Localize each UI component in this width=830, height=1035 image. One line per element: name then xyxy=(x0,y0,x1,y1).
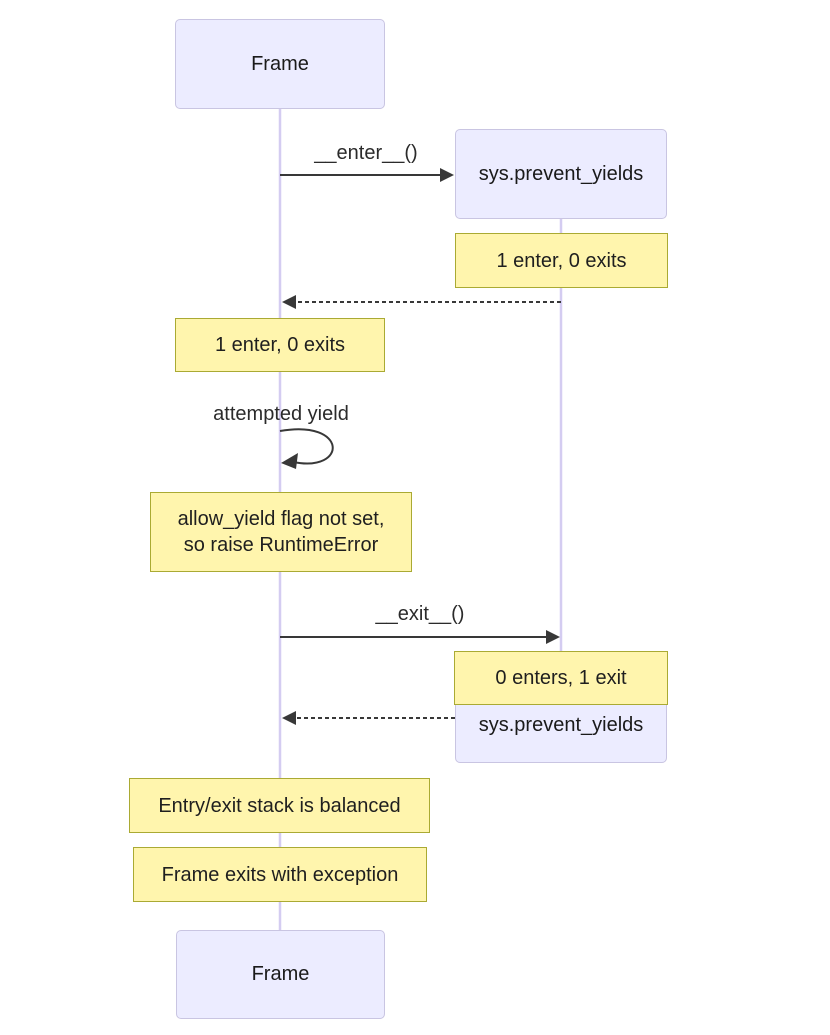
note-sys-after-exit: 0 enters, 1 exit xyxy=(454,651,668,705)
enter-return-arrowhead-icon xyxy=(282,295,296,309)
note-sys-after-enter-text: 1 enter, 0 exits xyxy=(496,249,627,272)
note-stack-balanced-text: Entry/exit stack is balanced xyxy=(158,794,401,817)
note-frame-after-enter-text: 1 enter, 0 exits xyxy=(214,334,346,356)
selfloop-arrow-line xyxy=(279,428,334,465)
selfloop-arrowhead-icon xyxy=(281,453,298,469)
note-frame-exception: Frame exits with exception xyxy=(133,847,427,902)
note-frame-yield-blocked-line2: so raise RuntimeError xyxy=(183,534,379,556)
actor-frame-bottom: Frame xyxy=(176,930,385,1019)
actor-frame-top-label: Frame xyxy=(251,52,309,75)
note-sys-after-enter: 1 enter, 0 exits xyxy=(455,233,668,288)
actor-sys-bottom-label: sys.prevent_yields xyxy=(478,713,644,736)
enter-message-label: __enter__() xyxy=(314,142,418,164)
actor-frame-bottom-label: Frame xyxy=(251,963,310,985)
note-stack-balanced: Entry/exit stack is balanced xyxy=(129,778,430,833)
exit-message-label: __exit__() xyxy=(375,603,465,625)
exit-return-arrowhead-icon xyxy=(282,711,296,725)
note-frame-yield-blocked: allow_yield flag not set, so raise Runti… xyxy=(150,492,412,572)
actor-frame-top: Frame xyxy=(175,19,385,109)
attempted-yield-message-label: attempted yield xyxy=(213,403,349,425)
enter-arrowhead-icon xyxy=(440,168,454,182)
exit-arrowhead-icon xyxy=(546,630,560,644)
note-frame-exception-text: Frame exits with exception xyxy=(161,863,399,886)
note-frame-after-enter: 1 enter, 0 exits xyxy=(175,318,385,372)
note-frame-yield-blocked-line1: allow_yield flag not set, xyxy=(177,508,385,530)
note-sys-after-exit-text: 0 enters, 1 exit xyxy=(495,667,627,689)
actor-sys-top: sys.prevent_yields xyxy=(455,129,667,219)
actor-sys-top-label: sys.prevent_yields xyxy=(478,162,644,185)
